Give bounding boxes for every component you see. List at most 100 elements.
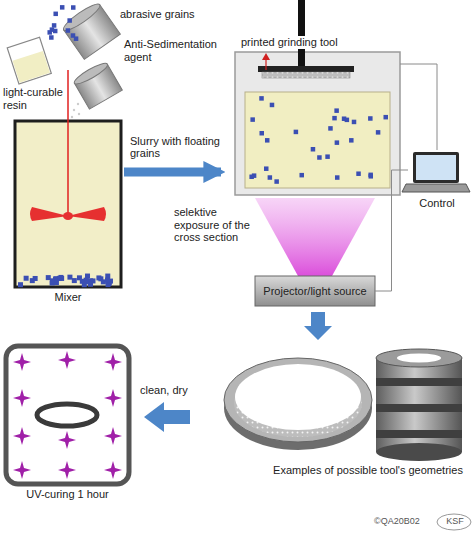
control-line	[375, 170, 408, 291]
uv-lamps	[13, 351, 122, 479]
grain	[74, 36, 79, 41]
grain	[77, 275, 82, 280]
floating-grains	[249, 96, 388, 184]
grain	[335, 140, 340, 145]
agent-powder	[71, 103, 80, 118]
grain	[67, 275, 72, 280]
settled-grains	[18, 274, 113, 288]
projector-box: Projector/light source	[255, 276, 375, 306]
annotation: light-curable resin	[3, 86, 65, 111]
build-plate	[258, 66, 354, 72]
annotation: Examples of possible tool's geometries	[268, 464, 468, 477]
node-label: Mixer	[55, 291, 82, 304]
cured-ring	[37, 404, 97, 426]
grain	[50, 278, 55, 283]
grain	[82, 282, 87, 287]
node-label: UV-curing 1 hour	[26, 488, 109, 501]
grain	[67, 18, 72, 23]
uv-star	[58, 351, 76, 369]
grain	[299, 173, 304, 178]
grain-can	[61, 1, 121, 60]
uv-star	[13, 353, 31, 371]
printed-tool	[262, 72, 350, 78]
grain	[368, 116, 373, 121]
watermark: KSF	[443, 516, 467, 526]
watermark: ©QA20B02	[374, 516, 436, 526]
grain	[101, 279, 106, 284]
flow-arrow	[124, 168, 221, 177]
uv-star	[104, 427, 122, 445]
mixer-tank-box: Mixer	[14, 120, 122, 288]
projector-body	[255, 276, 375, 306]
grain	[49, 35, 54, 40]
control-laptop: Control	[408, 150, 466, 194]
node-label: printed grinding tool	[239, 36, 340, 49]
grain	[332, 116, 337, 121]
uv-curing-box: UV-curing 1 hour	[5, 345, 130, 485]
edge-label: Slurry with floating grains	[130, 135, 220, 160]
grain	[268, 175, 273, 180]
grain	[383, 115, 388, 120]
resin-vat	[245, 92, 390, 188]
annotation: selektive exposure of the cross section	[174, 206, 254, 244]
grain	[52, 23, 57, 28]
grain	[250, 117, 255, 122]
grain	[265, 138, 270, 143]
grain	[252, 173, 257, 178]
grain	[72, 278, 77, 283]
logo-mark	[437, 514, 471, 530]
grain	[66, 28, 71, 33]
resin-beaker	[7, 37, 51, 84]
grain	[294, 130, 299, 135]
grain	[18, 282, 23, 287]
grain	[311, 147, 316, 152]
grain	[71, 5, 76, 10]
grain	[264, 166, 269, 171]
uv-star	[104, 461, 122, 479]
printer-vat-box: printed grinding tool	[235, 52, 400, 195]
printer-frame	[235, 52, 400, 195]
uv-star	[58, 461, 76, 479]
grain	[335, 175, 340, 180]
light-cone	[255, 198, 375, 276]
grain	[352, 120, 357, 125]
control-line	[400, 64, 437, 150]
stirrer-shaft	[67, 70, 69, 216]
grain	[325, 154, 330, 159]
grain	[24, 276, 29, 281]
uv-star	[104, 389, 122, 407]
leader-arrowhead	[262, 53, 270, 60]
grain	[369, 174, 374, 179]
flow-arrow	[144, 402, 190, 432]
ring-tool	[224, 358, 372, 450]
uv-star	[13, 461, 31, 479]
build-shaft	[298, 0, 305, 68]
grain	[53, 12, 58, 17]
grain	[356, 171, 361, 176]
annotation: abrasive grains	[120, 8, 200, 21]
grain	[60, 5, 65, 9]
grain	[274, 179, 279, 184]
uv-star	[58, 431, 76, 449]
stirrer-blade	[30, 207, 106, 221]
grain	[342, 116, 347, 121]
grain	[328, 126, 333, 131]
grain	[317, 155, 322, 160]
grain	[259, 131, 264, 136]
uv-star	[104, 353, 122, 371]
grain	[334, 108, 339, 113]
grain	[270, 103, 275, 108]
uv-star	[13, 389, 31, 407]
falling-grains	[47, 5, 78, 41]
flow-arrow	[304, 312, 332, 340]
annotation: clean, dry	[140, 384, 200, 397]
grain	[259, 96, 264, 101]
grain	[33, 276, 38, 281]
uv-chamber	[6, 346, 129, 484]
node-label: Projector/light source	[263, 285, 366, 298]
grain	[349, 138, 354, 143]
grain	[376, 130, 381, 135]
grain	[88, 282, 93, 287]
